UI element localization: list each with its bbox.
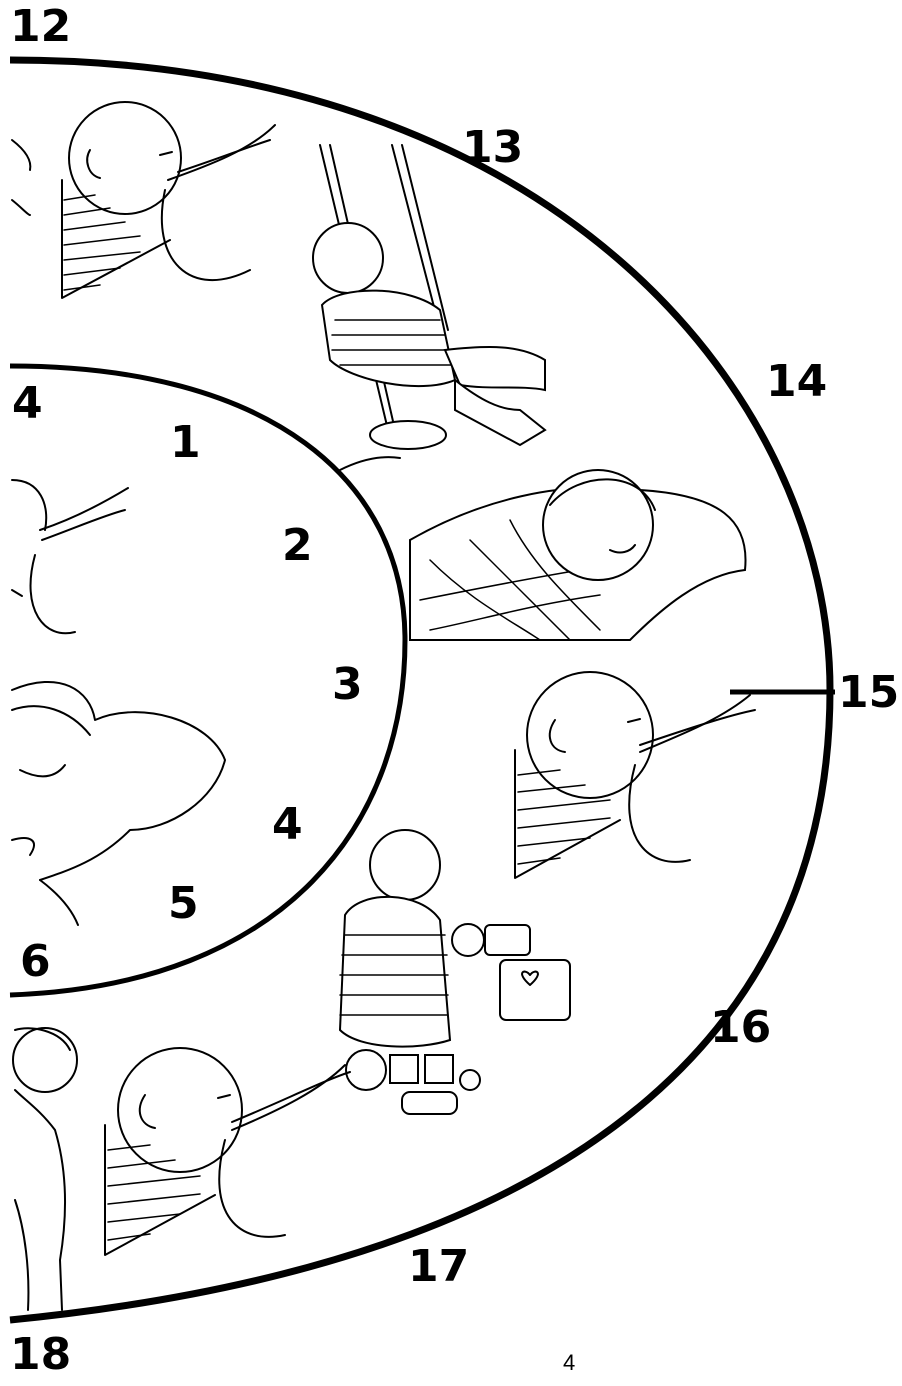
scene-standing-child-icon (13, 1028, 77, 1310)
scene-playing-icon (340, 830, 570, 1114)
inner-label-4-top: 4 (12, 382, 43, 426)
outer-label-18: 18 (10, 1333, 71, 1377)
outer-label-17: 17 (408, 1245, 469, 1289)
inner-label-6: 6 (20, 940, 51, 984)
outer-label-12: 12 (10, 5, 71, 49)
scene-swinging-icon (313, 145, 545, 470)
scene-breastfeeding-icon (12, 102, 275, 298)
outer-label-16: 16 (710, 1006, 771, 1050)
inner-scene-breastfeeding-icon (12, 480, 128, 633)
scene-breastfeeding-icon (515, 672, 755, 878)
inner-label-1: 1 (170, 421, 201, 465)
outer-label-15: 15 (838, 671, 899, 715)
inner-label-3: 3 (332, 663, 363, 707)
outer-label-13: 13 (462, 126, 523, 170)
scene-breastfeeding-icon (105, 1048, 350, 1255)
scene-sleeping-icon (410, 470, 746, 640)
inner-label-4: 4 (272, 803, 303, 847)
inner-label-5: 5 (168, 882, 199, 926)
inner-label-2: 2 (282, 524, 313, 568)
page-number: 4 (563, 1350, 575, 1376)
outer-label-14: 14 (766, 360, 827, 404)
